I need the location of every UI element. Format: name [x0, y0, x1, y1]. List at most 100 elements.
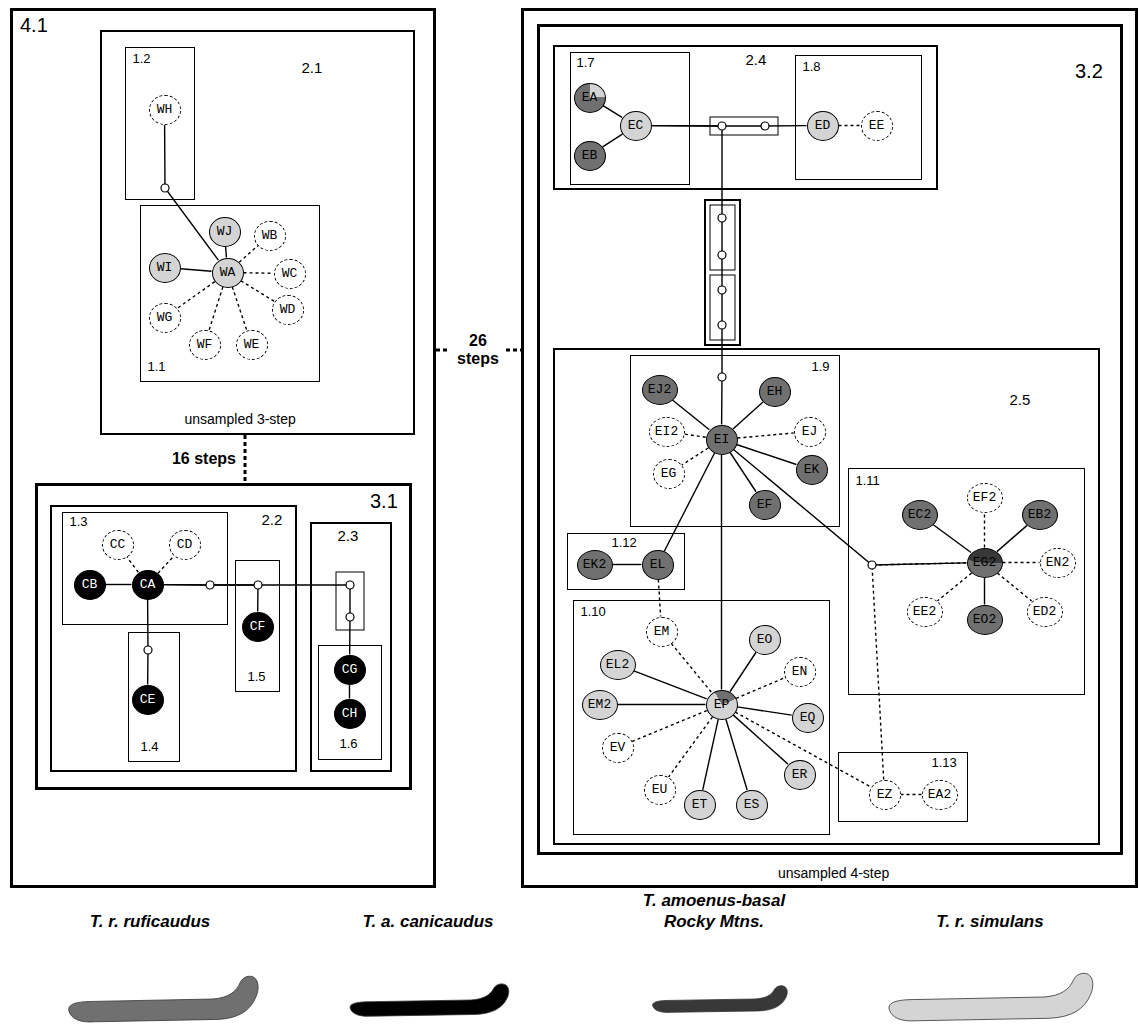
missing-haplotype	[161, 184, 169, 192]
haplotype-circle: EA	[574, 83, 606, 113]
legend-swatch	[350, 984, 509, 1016]
haplotype-circle: EZ	[869, 780, 901, 810]
step-note: unsampled 4-step	[778, 866, 889, 881]
haplotype-circle: CA	[132, 570, 164, 600]
haplotype-label: EZ	[877, 788, 893, 801]
haplotype-circle: EM2	[582, 690, 618, 720]
missing-haplotype	[718, 122, 726, 130]
network-link	[177, 282, 215, 309]
network-link	[933, 524, 971, 552]
clade-number: 1.6	[340, 737, 358, 751]
haplotype-circle: EO	[749, 625, 781, 655]
haplotype-label: EF	[757, 498, 773, 511]
haplotype-circle: CH	[334, 699, 366, 729]
haplotype-circle: WG	[149, 303, 181, 333]
clade-box: 2.41.7EAECEB1.8EDEE	[553, 45, 938, 190]
haplotype-label: WG	[157, 311, 173, 324]
network-link	[703, 719, 719, 790]
network-link	[239, 246, 258, 262]
one-step-clade-box	[336, 572, 364, 630]
haplotype-circle: EC2	[902, 500, 938, 530]
network-link	[733, 715, 788, 764]
haplotype-label: EE	[869, 119, 885, 132]
network-link	[669, 717, 713, 777]
missing-haplotype	[206, 581, 214, 589]
haplotype-circle: EE2	[907, 597, 943, 627]
haplotype-circle: ET	[684, 790, 716, 820]
haplotype-circle: EJ	[794, 417, 826, 447]
clade-box: 2.1unsampled 3-step1.2WH1.1WJWBWIWAWCWGW…	[100, 30, 415, 435]
haplotype-label: WH	[157, 103, 173, 116]
clade-number: 1.5	[248, 670, 266, 684]
haplotype-label: EN2	[1046, 556, 1069, 569]
haplotype-circle: CE	[132, 685, 164, 715]
clade-number: 1.2	[133, 52, 151, 66]
haplotype-circle: EF	[749, 490, 781, 520]
haplotype-circle: EG2	[967, 548, 1003, 578]
clade-box: 2.51.9EJ2EHEI2EJEIEGEKEF1.11EC2EF2EB2EG2…	[553, 348, 1100, 845]
haplotype-label: WD	[280, 303, 296, 316]
clade-box: unsampled 4-step3.22.41.7EAECEB1.8EDEE2.…	[521, 8, 1138, 888]
network-link	[127, 557, 139, 572]
missing-haplotype	[761, 122, 769, 130]
haplotype-label: CC	[110, 538, 126, 551]
legend-label: T. r. ruficaudus	[35, 912, 265, 932]
network-link	[737, 445, 797, 465]
network-link	[158, 556, 174, 573]
clade-box: 3.22.41.7EAECEB1.8EDEE2.51.9EJ2EHEI2EJEI…	[537, 24, 1123, 855]
haplotype-circle: EB2	[1022, 500, 1058, 530]
haplotype-label: EK	[804, 463, 820, 476]
clade-number: 2.2	[262, 512, 283, 529]
haplotype-label: EN	[792, 665, 808, 678]
clade-number: 1.8	[803, 60, 821, 74]
haplotype-circle: EJ2	[642, 375, 678, 405]
clade-box: 1.6 CG CH	[318, 645, 382, 760]
network-link	[1003, 562, 1040, 563]
network-link	[613, 564, 642, 565]
haplotype-circle: EU	[644, 775, 676, 805]
network-link	[684, 434, 705, 437]
haplotype-circle: WF	[189, 330, 221, 360]
haplotype-label: CD	[177, 538, 193, 551]
clade-box: 1.12EK2EL	[567, 533, 685, 590]
haplotype-label: WJ	[217, 225, 233, 238]
clade-box: 1.2WH	[125, 47, 195, 200]
haplotype-label: EO2	[973, 613, 996, 626]
haplotype-label: EH	[767, 385, 783, 398]
haplotype-circle: EK2	[577, 550, 613, 580]
haplotype-circle: EP	[706, 690, 738, 720]
haplotype-circle: EC	[620, 111, 652, 141]
network-link	[901, 794, 922, 795]
haplotype-label: EB	[582, 149, 598, 162]
haplotype-circle: WB	[254, 221, 286, 251]
haplotype-circle: CB	[74, 570, 106, 600]
haplotype-circle: EF2	[967, 483, 1003, 513]
network-link	[671, 643, 711, 692]
legend-label: T. amoenus-basal Rocky Mtns.	[629, 891, 799, 932]
haplotype-label: EE2	[913, 605, 936, 618]
clade-box: 1.10EMEOEL2ENEM2EPEQEVEREUETES	[573, 600, 830, 835]
haplotype-label: EV	[610, 741, 626, 754]
clade-number: 1.10	[581, 605, 606, 619]
haplotype-circle: EO2	[967, 605, 1003, 635]
haplotype-circle: ER	[784, 760, 816, 790]
network-link	[180, 269, 211, 271]
clade-number: 1.11	[856, 474, 880, 488]
network-link	[232, 287, 246, 330]
one-step-clade-box	[710, 205, 735, 270]
step-note: unsampled 3-step	[185, 412, 296, 427]
legend-swatch	[69, 976, 258, 1022]
haplotype-circle: EI2	[649, 417, 685, 447]
haplotype-label: EQ	[800, 711, 816, 724]
haplotype-circle: CG	[334, 655, 366, 685]
network-link	[243, 272, 273, 274]
legend-label: T. r. simulans	[875, 912, 1105, 932]
clade-number: 1.3	[70, 515, 88, 529]
missing-haplotype	[718, 286, 726, 294]
missing-haplotype	[868, 561, 876, 569]
network-link	[730, 652, 756, 692]
clade-number: 1.13	[932, 756, 957, 770]
haplotype-label: EG2	[973, 556, 996, 569]
step-count-label: 16 steps	[170, 449, 238, 469]
